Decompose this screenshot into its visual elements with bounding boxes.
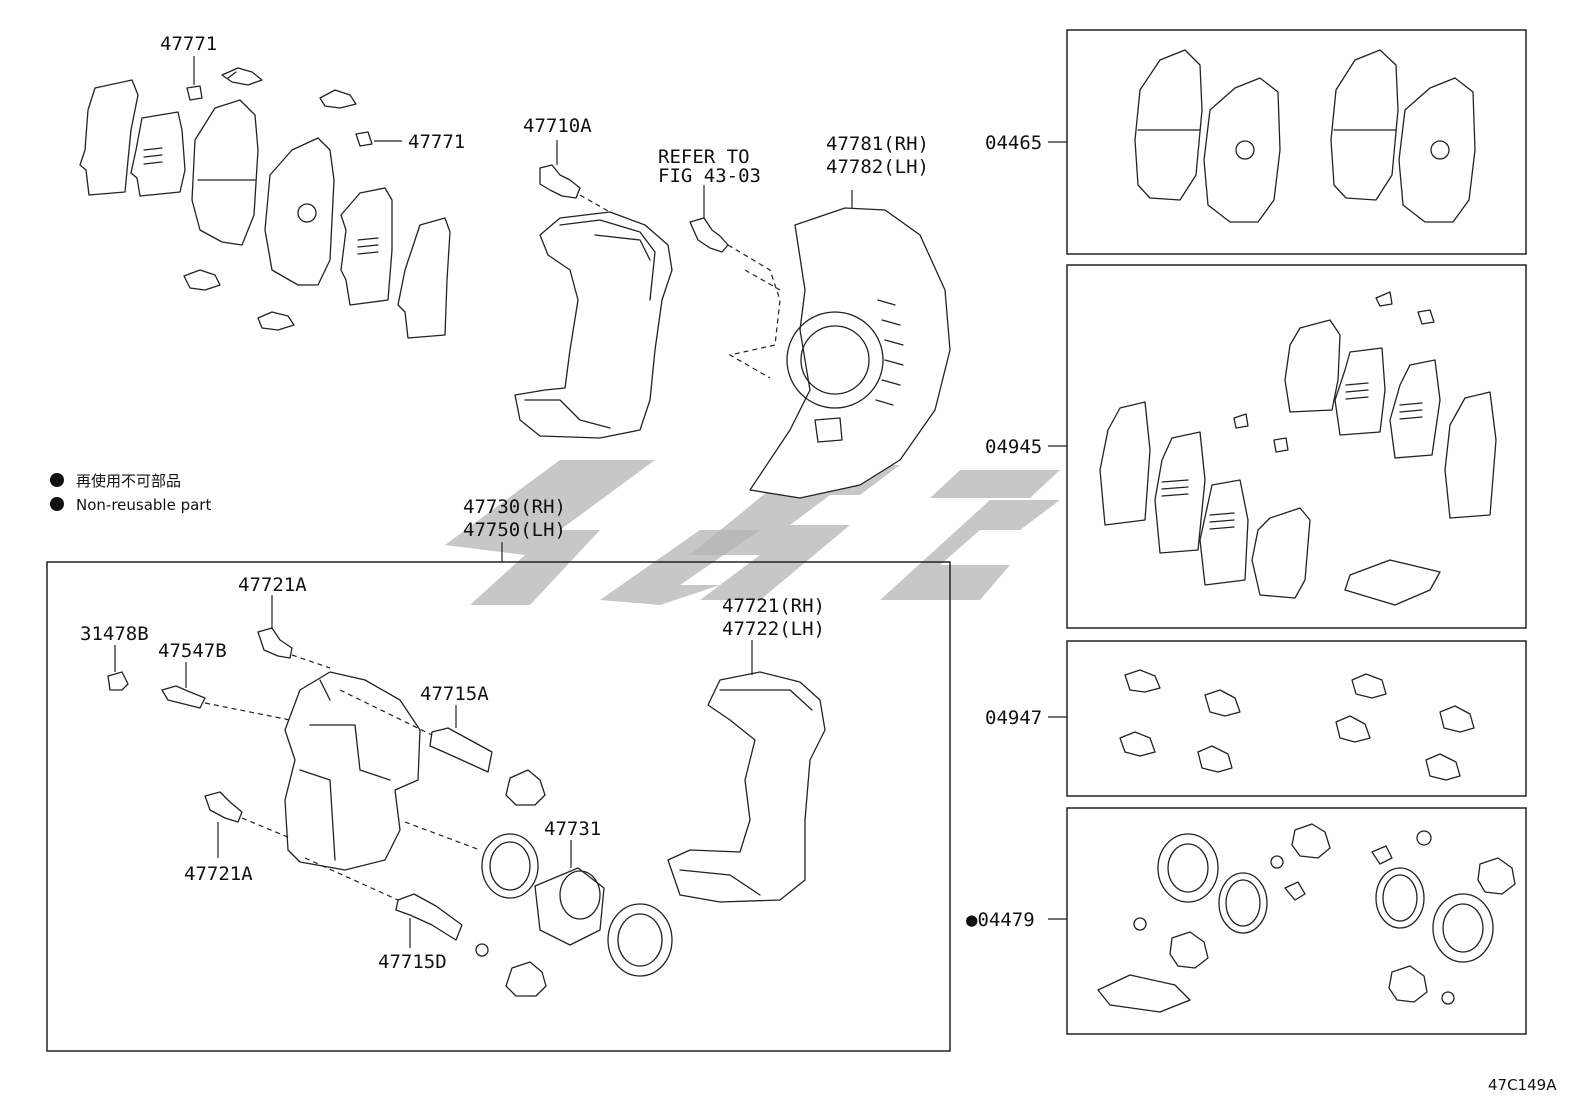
legend-bullet-icon <box>50 473 64 487</box>
label-47710A: 47710A <box>523 115 592 137</box>
label-04947: 04947 <box>985 707 1042 729</box>
label-47771-top: 47771 <box>160 33 217 55</box>
refer-to-line2: FIG 43-03 <box>658 165 761 187</box>
shim-kit-illustration <box>1099 291 1497 606</box>
label-31478B: 31478B <box>80 623 149 645</box>
label-04479: ●04479 <box>966 909 1035 931</box>
kit-box-04479 <box>1066 807 1527 1035</box>
kit-box-04947 <box>1066 640 1527 797</box>
figure-code: 47C149A <box>1488 1076 1557 1094</box>
label-04465: 04465 <box>985 132 1042 154</box>
label-47782: 47782(LH) <box>826 156 929 178</box>
legend-en: Non-reusable part <box>76 496 211 514</box>
legend-jp: 再使用不可部品 <box>76 472 181 490</box>
caliper-mounting-illustration <box>514 140 781 439</box>
disc-brake-dust-cover-illustration <box>749 190 951 499</box>
label-47715D: 47715D <box>378 951 447 973</box>
label-47721A-top: 47721A <box>238 574 307 596</box>
label-47750: 47750(LH) <box>463 519 566 541</box>
front-pad-set-illustration <box>79 56 451 339</box>
label-04945: 04945 <box>985 436 1042 458</box>
label-47781: 47781(RH) <box>826 133 929 155</box>
legend-bullet-icon <box>50 497 64 511</box>
caliper-assembly-box <box>46 561 951 1052</box>
label-47771-mid: 47771 <box>408 131 465 153</box>
legend: 再使用不可部品 Non-reusable part <box>50 472 211 514</box>
label-47722: 47722(LH) <box>722 618 825 640</box>
label-47721A-bottom: 47721A <box>184 863 253 885</box>
label-47547B: 47547B <box>158 640 227 662</box>
watermark-logo <box>445 460 1060 605</box>
refer-to-line1: REFER TO <box>658 146 750 168</box>
label-47715A: 47715A <box>420 683 489 705</box>
label-47730: 47730(RH) <box>463 496 566 518</box>
label-47731: 47731 <box>544 818 601 840</box>
cylinder-kit-illustration <box>1097 823 1516 1013</box>
pad-kit-illustration <box>1134 49 1476 223</box>
caliper-assembly-illustration <box>107 595 826 997</box>
label-47721: 47721(RH) <box>722 595 825 617</box>
clip-kit-illustration <box>1119 669 1475 781</box>
